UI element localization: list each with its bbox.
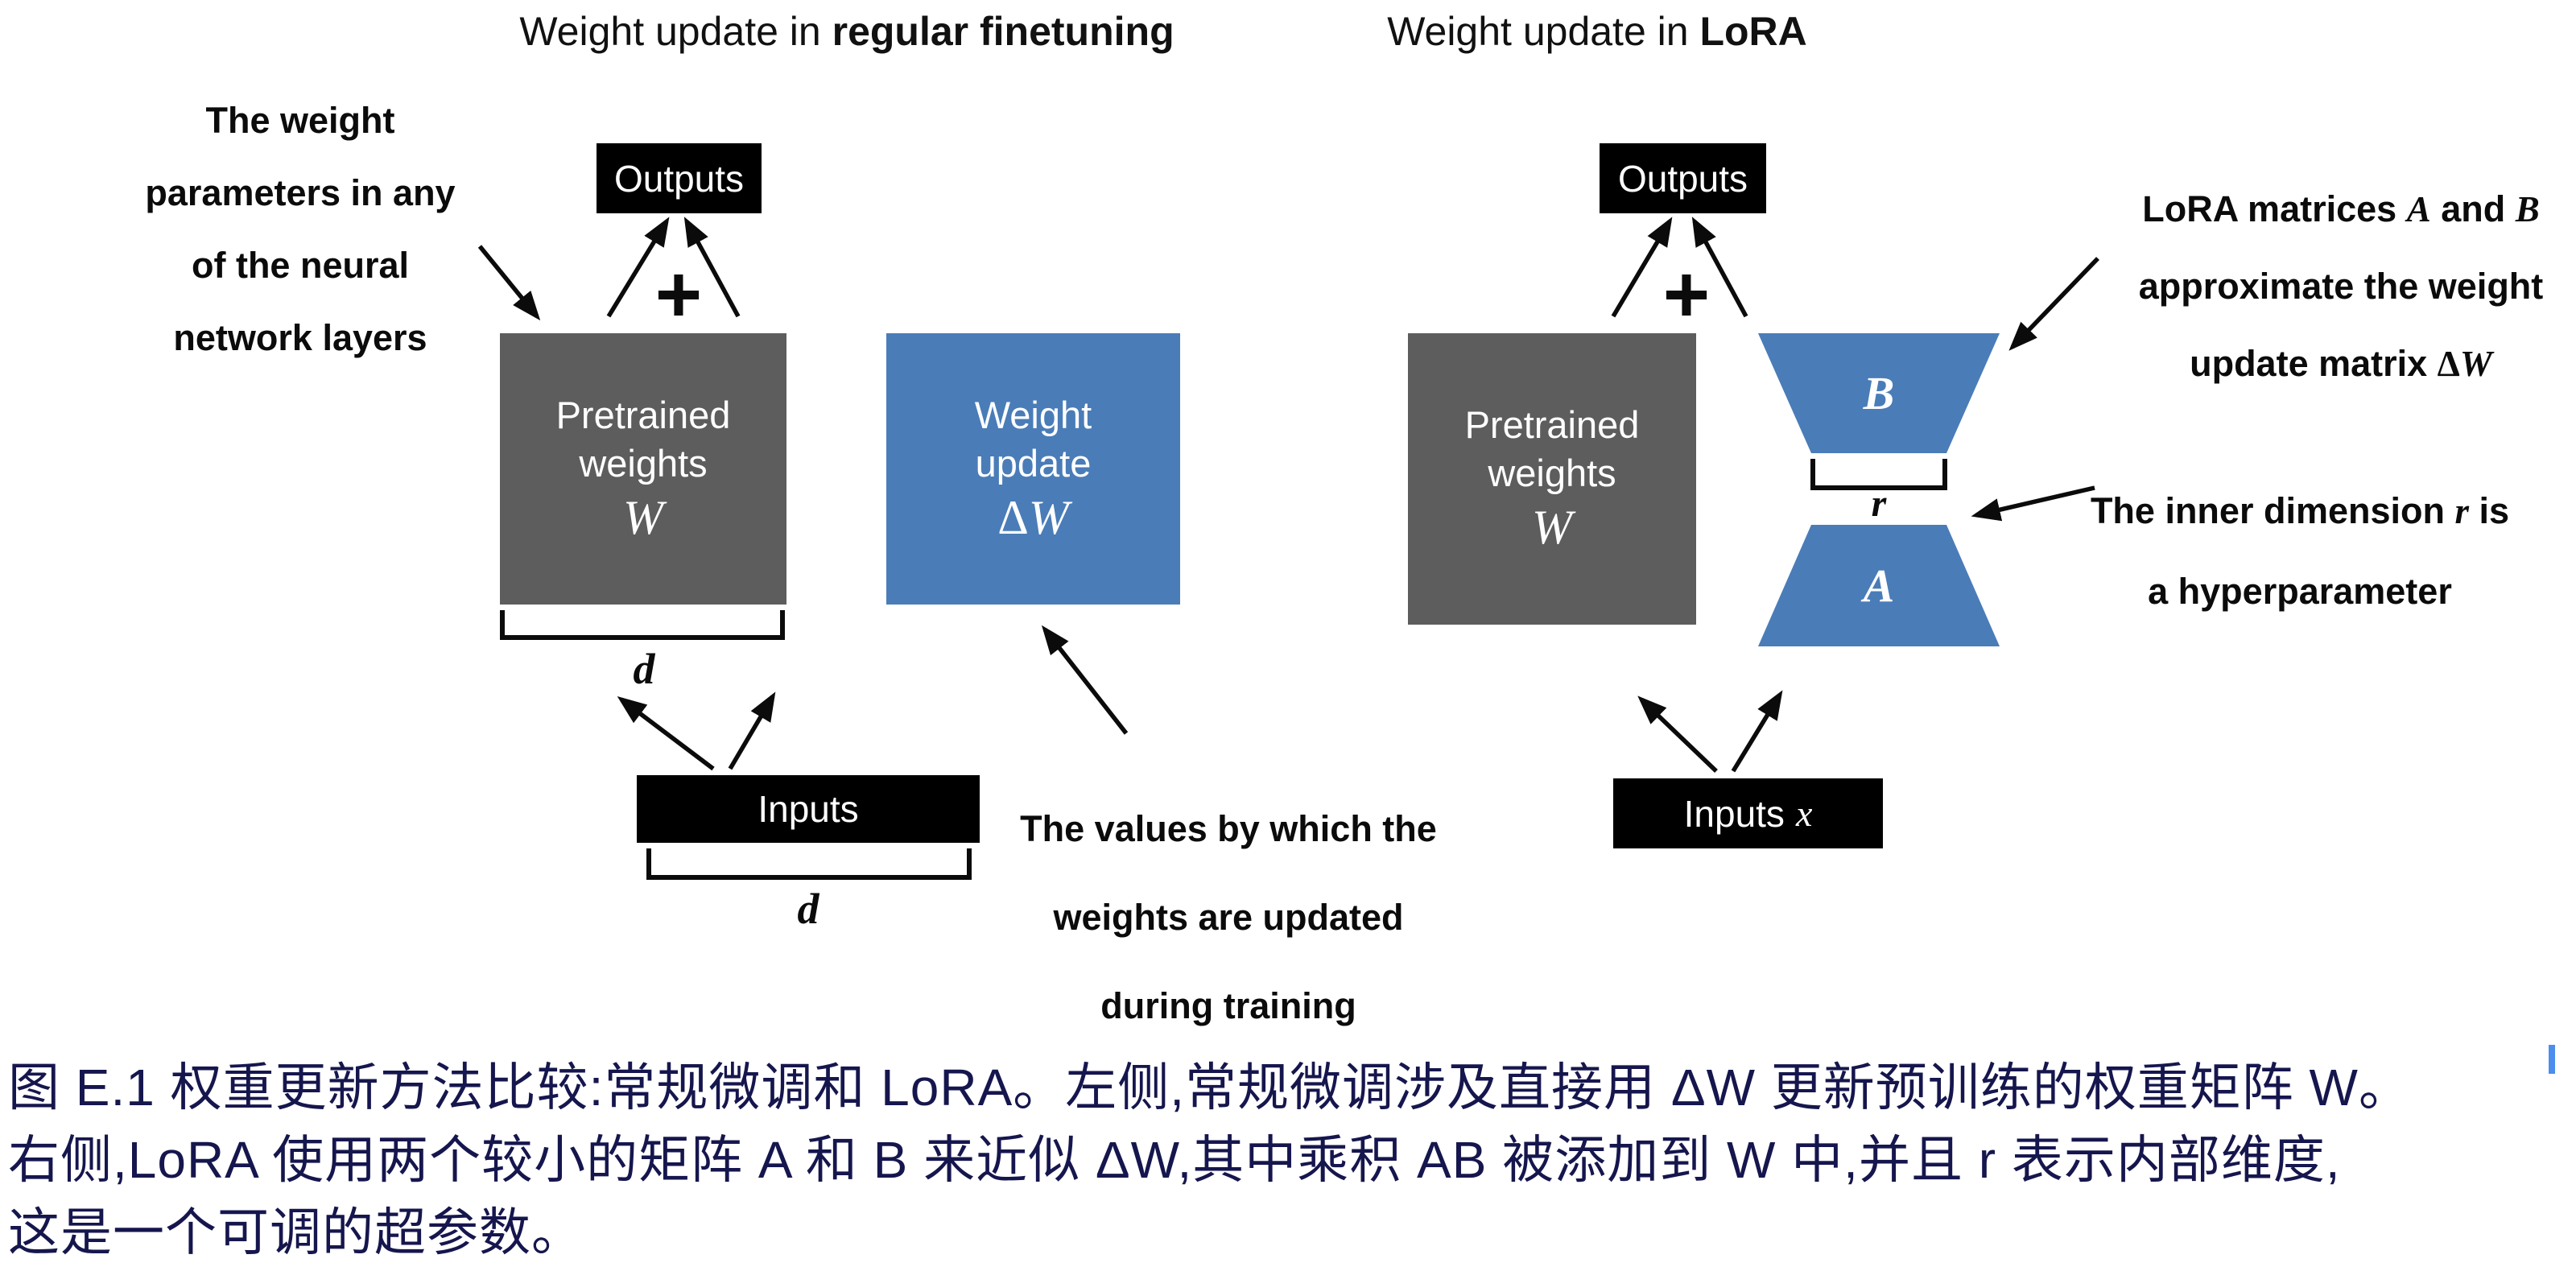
left-inputs-box: Inputs: [637, 775, 980, 843]
arrow-inputs-to-matrix-a: [1731, 690, 1783, 773]
left-outputs-box: Outputs: [597, 143, 762, 213]
matrix-a-label: A: [1863, 559, 1895, 612]
bracket-d-weights: [500, 610, 785, 640]
math-delta: Δ: [2437, 344, 2460, 384]
arrow-inputs-to-pretrained: [617, 696, 715, 771]
inputs-label: Inputs: [758, 788, 859, 830]
right-panel-title: Weight update in LoRA: [1387, 8, 1807, 55]
math-a: A: [2406, 189, 2431, 229]
arrow-inputs-to-update: [728, 691, 776, 770]
caption-line-2: 右侧,LoRA 使用两个较小的矩阵 A 和 B 来近似 ΔW,其中乘积 AB 被…: [8, 1131, 2341, 1189]
text-seg: The inner dimension: [2090, 490, 2455, 531]
annotation-line: update matrix ΔW: [2139, 325, 2544, 402]
caption-line-1: 图 E.1 权重更新方法比较:常规微调和 LoRA。左侧,常规微调涉及直接用 Δ…: [8, 1059, 2411, 1116]
annotation-line: weights are updated: [1053, 897, 1404, 938]
left-panel-title: Weight update in regular finetuning: [519, 8, 1174, 55]
text-seg: update matrix: [2190, 343, 2438, 384]
left-pretrained-weights-box: Pretrained weights W: [500, 333, 786, 605]
box-text: Pretrained: [1464, 403, 1640, 446]
right-outputs-box: Outputs: [1600, 143, 1766, 213]
text-seg: LoRA matrices: [2142, 188, 2407, 229]
outputs-label: Outputs: [1617, 157, 1748, 200]
text-seg: and: [2430, 188, 2516, 229]
annotation-line: The weight: [205, 100, 395, 141]
math-delta-w: ΔW: [997, 488, 1069, 547]
arrow-note-to-matrix-b: [2008, 257, 2099, 351]
annotation-line: network layers: [173, 317, 427, 358]
matrix-b-label: B: [1863, 367, 1895, 419]
math-delta: Δ: [997, 490, 1029, 544]
annotation-line: The values by which the: [1020, 808, 1437, 849]
dim-d-inputs: d: [797, 885, 819, 933]
box-text: weights: [1488, 452, 1616, 494]
right-title-bold: LoRA: [1699, 9, 1807, 54]
left-title-prefix: Weight update in: [519, 9, 832, 54]
annotation-line: a hyperparameter: [2148, 571, 2452, 612]
bracket-d-inputs: [646, 848, 972, 880]
annotation-inner-dimension: The inner dimension r is a hyperparamete…: [2091, 471, 2509, 631]
right-title-prefix: Weight update in: [1387, 9, 1700, 54]
annotation-values-updated: The values by which the weights are upda…: [1020, 785, 1437, 1050]
dim-d-weights: d: [633, 645, 655, 693]
annotation-line: LoRA matrices A and B: [2139, 171, 2544, 248]
right-inputs-box: Inputs x: [1613, 778, 1883, 848]
annotation-weight-parameters: The weight parameters in any of the neur…: [145, 85, 455, 374]
math-r: r: [2454, 491, 2470, 531]
lora-matrix-b: B: [1758, 333, 2000, 453]
math-w: W: [1532, 501, 1572, 554]
math-w: W: [623, 490, 663, 544]
arrow-params-to-pretrained: [477, 245, 541, 321]
annotation-line: parameters in any: [145, 172, 456, 213]
text-seg: is: [2469, 490, 2510, 531]
annotation-line: The inner dimension r is: [2091, 471, 2509, 551]
dim-r: r: [1871, 482, 1887, 525]
box-text: Weight: [974, 393, 1092, 436]
annotation-line: approximate the weight: [2138, 266, 2544, 307]
left-title-bold: regular finetuning: [832, 9, 1174, 54]
math-b: B: [2515, 189, 2540, 229]
arrow-values-to-update: [1041, 625, 1129, 735]
annotation-line: of the neural: [191, 245, 410, 286]
arrow-pretrained-to-outputs-right: [1611, 217, 1673, 318]
right-plus-sign: +: [1662, 250, 1711, 340]
caption-line-3: 这是一个可调的超参数。: [8, 1203, 584, 1261]
box-text: Pretrained: [555, 393, 731, 436]
annotation-lora-matrices: LoRA matrices A and B approximate the we…: [2139, 171, 2544, 402]
inputs-label: Inputs: [1683, 792, 1785, 835]
left-weight-update-box: Weight update ΔW: [886, 333, 1180, 605]
box-text: weights: [579, 441, 708, 485]
arrow-inputs-to-pretrained-right: [1637, 695, 1718, 773]
annotation-line: during training: [1100, 985, 1356, 1026]
math-w: W: [1028, 490, 1069, 544]
arrow-note-to-r: [1971, 485, 2095, 522]
box-text: update: [975, 441, 1092, 485]
text-cursor: [2549, 1045, 2555, 1074]
math-w: W: [2459, 344, 2492, 384]
outputs-label: Outputs: [613, 157, 745, 200]
right-pretrained-weights-box: Pretrained weights W: [1408, 333, 1696, 625]
left-plus-sign: +: [654, 250, 703, 340]
math-x: x: [1795, 793, 1813, 834]
lora-matrix-a: A: [1758, 525, 2000, 646]
